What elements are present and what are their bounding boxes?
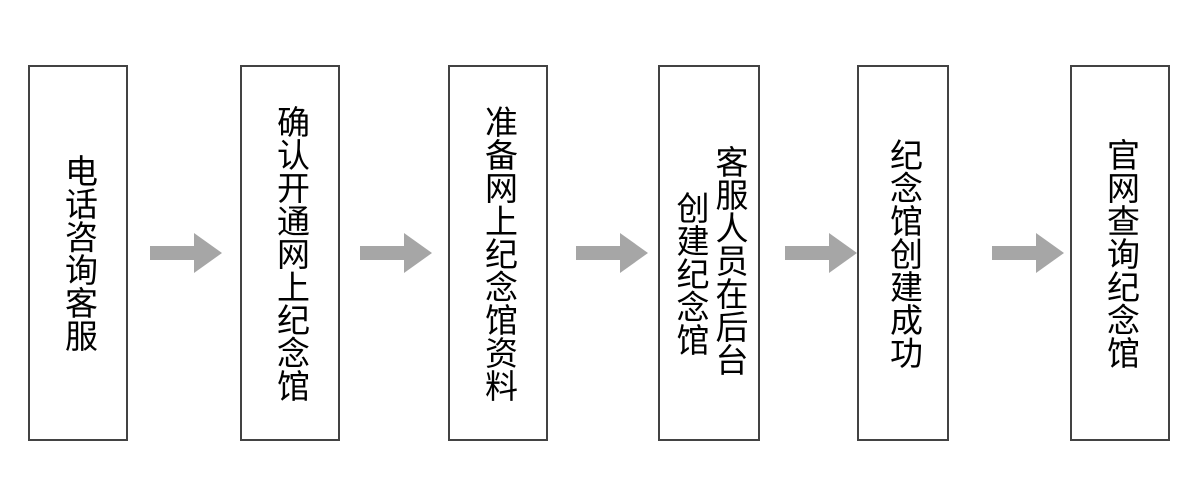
- flow-node-4-label-col-2: 创建纪念馆: [671, 190, 710, 356]
- flow-node-1-label: 电话咨询客服: [59, 154, 99, 352]
- flow-node-2[interactable]: 确认开通网上纪念馆: [240, 65, 340, 441]
- flow-node-2-label: 确认开通网上纪念馆: [271, 104, 311, 402]
- flow-node-6-label: 官网查询纪念馆: [1101, 137, 1141, 369]
- arrow-right-icon: [150, 233, 222, 273]
- arrow-right-icon: [360, 233, 432, 273]
- flow-node-4[interactable]: 客服人员在后台 创建纪念馆: [658, 65, 760, 441]
- flow-node-3[interactable]: 准备网上纪念馆资料: [448, 65, 548, 441]
- flow-node-3-label: 准备网上纪念馆资料: [479, 104, 519, 402]
- flow-node-5[interactable]: 纪念馆创建成功: [857, 65, 949, 441]
- arrow-right-icon: [992, 233, 1064, 273]
- arrow-right-icon: [785, 233, 857, 273]
- flow-node-1[interactable]: 电话咨询客服: [28, 65, 128, 441]
- flow-node-4-label-col-1: 客服人员在后台: [709, 145, 749, 376]
- flow-node-6[interactable]: 官网查询纪念馆: [1070, 65, 1170, 441]
- flow-node-5-label: 纪念馆创建成功: [884, 137, 924, 369]
- arrow-right-icon: [576, 233, 648, 273]
